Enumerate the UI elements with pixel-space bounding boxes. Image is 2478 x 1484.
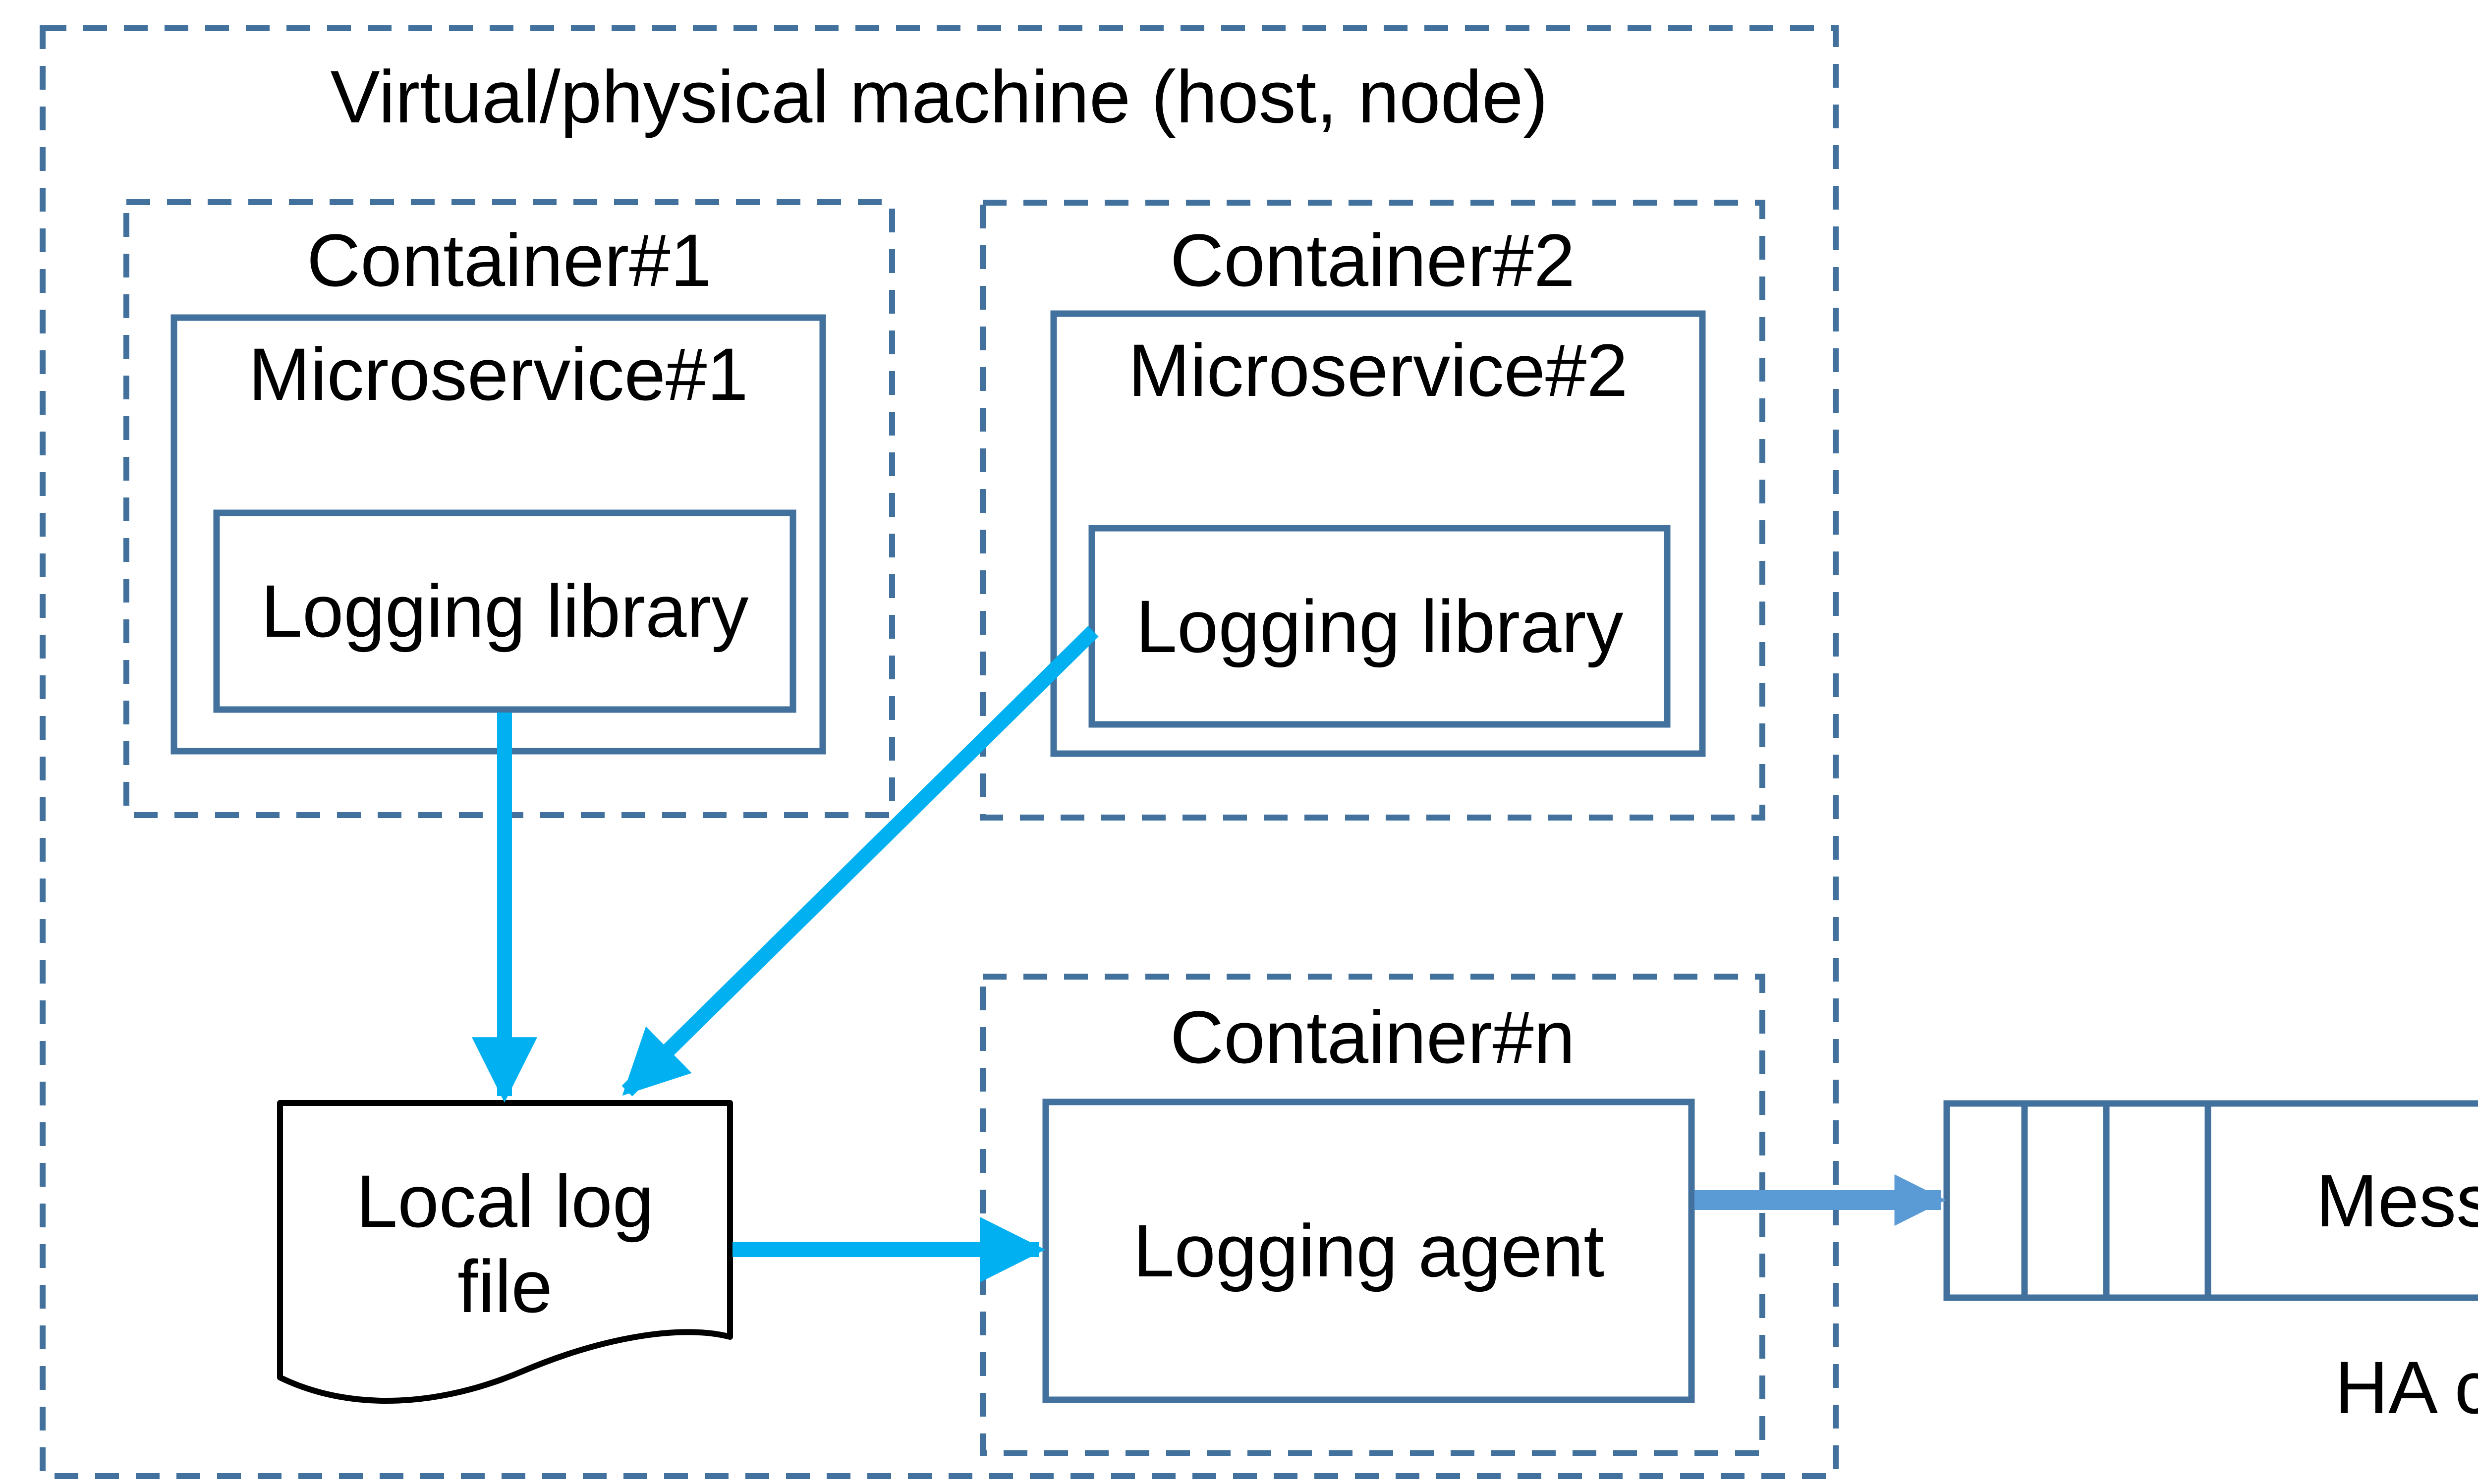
- logging-agent-label: Logging agent: [1133, 1209, 1604, 1293]
- logging-library1-label: Logging library: [261, 569, 749, 653]
- ha-clusters-caption: HA clusters: [2334, 1345, 2478, 1429]
- local-log-file-label: Local log file: [356, 1159, 654, 1328]
- arrow-library2-to-logfile: [621, 626, 1099, 1097]
- container2-label: Container#2: [1170, 218, 1576, 302]
- logging-agent-box: [1042, 1099, 1695, 1403]
- microservice2-label: Microservice#2: [1128, 328, 1628, 412]
- container-n-label: Container#n: [1170, 995, 1576, 1079]
- local-log-file-shape: [277, 1100, 733, 1404]
- logging-library1-box: [213, 509, 796, 713]
- container2-box: [980, 200, 1765, 821]
- logging-library2-label: Logging library: [1135, 584, 1624, 668]
- machine-box: [40, 25, 1839, 1479]
- container1-label: Container#1: [306, 218, 712, 302]
- message-broker-box: [1943, 1100, 2478, 1301]
- microservice1-label: Microservice#1: [248, 332, 748, 416]
- container-n-box: [980, 974, 1765, 1456]
- message-broker-label: Message broker: [2315, 1158, 2478, 1242]
- machine-title: Virtual/physical machine (host, node): [330, 55, 1548, 138]
- logging-library2-box: [1088, 525, 1671, 728]
